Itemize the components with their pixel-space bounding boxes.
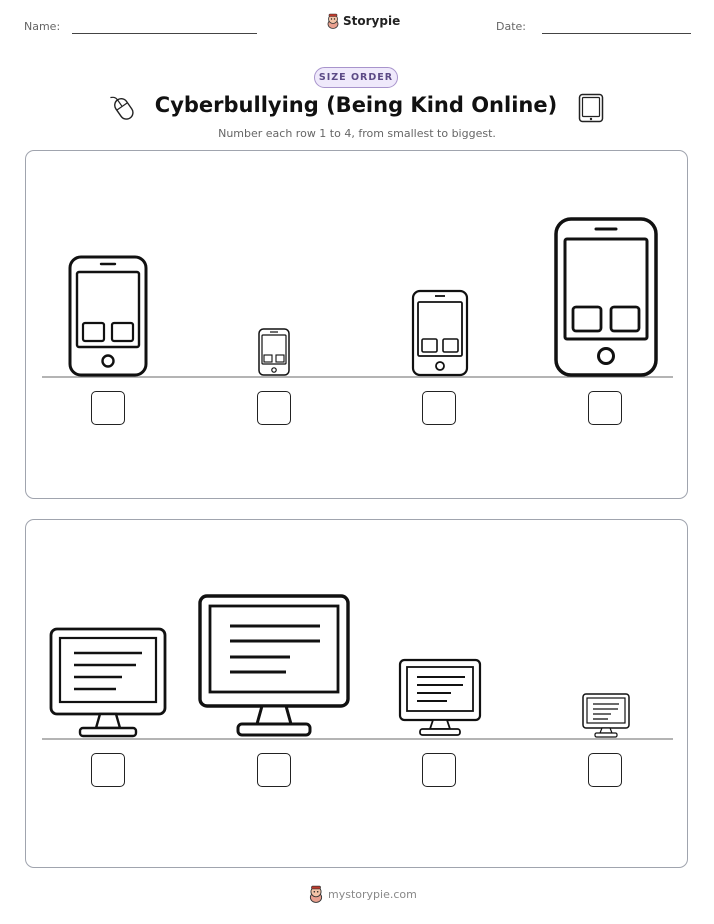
- phone-row-drawing: [42, 217, 673, 378]
- name-line[interactable]: [72, 33, 257, 34]
- mascot-icon: [309, 885, 323, 903]
- answer-box[interactable]: [422, 753, 456, 787]
- date-label: Date:: [496, 20, 526, 33]
- monitor-size-row: [25, 519, 688, 868]
- brand-logo: Storypie: [326, 13, 400, 29]
- answer-box[interactable]: [588, 753, 622, 787]
- smartphone-icon: [554, 217, 658, 377]
- tablet-icon: [578, 93, 604, 123]
- answer-box[interactable]: [422, 391, 456, 425]
- smartphone-icon: [68, 255, 148, 377]
- computer-monitor-icon: [49, 627, 167, 738]
- footer-site[interactable]: mystorypie.com: [328, 887, 417, 901]
- date-line[interactable]: [542, 33, 691, 34]
- answer-box[interactable]: [588, 391, 622, 425]
- smartphone-icon: [411, 289, 469, 377]
- answer-box[interactable]: [91, 391, 125, 425]
- answer-box[interactable]: [91, 753, 125, 787]
- phone-size-row: [25, 150, 688, 499]
- worksheet-title: Cyberbullying (Being Kind Online): [154, 93, 558, 117]
- mascot-icon: [327, 13, 339, 29]
- answer-box[interactable]: [257, 753, 291, 787]
- computer-monitor-icon: [398, 658, 482, 736]
- computer-monitor-icon: [198, 594, 350, 737]
- answer-box[interactable]: [257, 391, 291, 425]
- name-label: Name:: [24, 20, 61, 33]
- monitor-row-drawing: [42, 594, 673, 740]
- footer: mystorypie.com: [308, 885, 417, 903]
- computer-mouse-icon: [110, 96, 134, 120]
- computer-monitor-icon: [582, 693, 630, 738]
- brand-name: Storypie: [343, 14, 401, 28]
- smartphone-icon: [258, 328, 290, 376]
- instructions: Number each row 1 to 4, from smallest to…: [218, 127, 496, 140]
- worksheet-type-badge: SIZE ORDER: [314, 67, 398, 88]
